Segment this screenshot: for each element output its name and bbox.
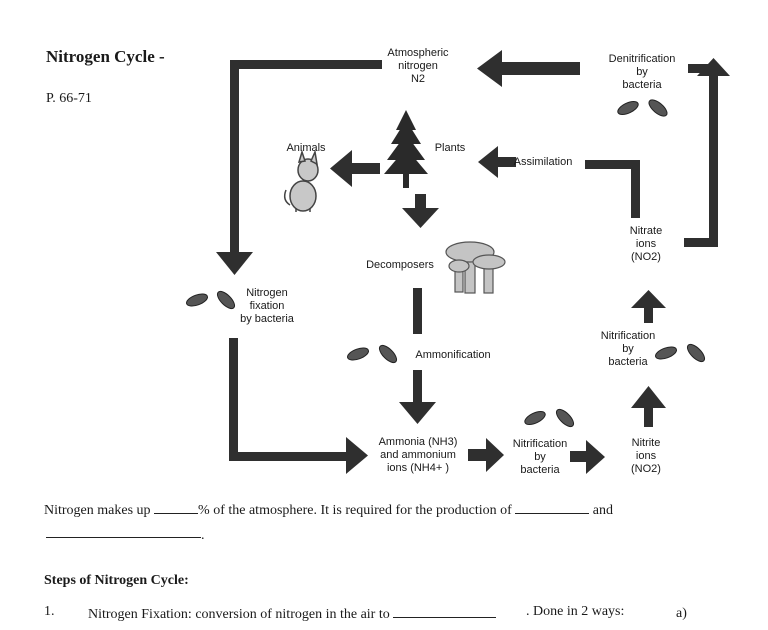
label-assimilation: Assimilation [513, 156, 573, 168]
step1-a-label: a) [676, 606, 687, 621]
step1-description: Nitrogen Fixation: conversion of nitroge… [88, 607, 390, 622]
arrow-to-nitrification-lower-head [486, 438, 504, 472]
label-fixation-line3: by bacteria [240, 313, 294, 325]
steps-heading: Steps of Nitrogen Cycle: [44, 573, 189, 588]
sentence1-part-b: % of the atmosphere. It is required for … [198, 503, 512, 518]
label-atmospheric-line2: nitrogen [398, 60, 438, 72]
arrow-to-animals-head [330, 150, 352, 187]
label-atmospheric-line3: N2 [410, 73, 426, 85]
arrow-plants-down-shaft [415, 194, 426, 210]
blank-percent[interactable] [154, 500, 199, 514]
label-denitrification-line3: bacteria [622, 79, 662, 91]
label-nitrification-upper: Nitrification by bacteria [596, 330, 660, 369]
nitrogen-cycle-diagram [186, 50, 730, 474]
label-fixation-line1: Nitrogen [246, 287, 288, 299]
sentence1-part-c: and [592, 503, 613, 518]
label-nitrite: Nitrite ions (NO2) [621, 437, 671, 476]
page-reference: P. 66-71 [46, 91, 92, 106]
arrow-to-ammonia-head [399, 402, 436, 424]
label-nitrate-line1: Nitrate [629, 225, 663, 237]
arrow-atmosphere-left-vertical [230, 60, 239, 255]
label-atmospheric-nitrogen: Atmospheric nitrogen N2 [378, 47, 458, 86]
arrow-decomposers-down-shaft [413, 288, 422, 334]
label-fixation-line2: fixation [249, 300, 285, 312]
label-nitrification-lower-line3: bacteria [520, 464, 560, 476]
label-ammonia: Ammonia (NH3) and ammonium ions (NH4+ ) [368, 436, 468, 475]
bacteria-icon-nitrification-upper [655, 343, 706, 363]
label-nitrate-line2: ions [635, 238, 657, 250]
arrow-down-to-fixation-head [216, 252, 253, 275]
step1-ways: . Done in 2 ways: [526, 604, 625, 619]
arrow-to-nitrite-head [586, 440, 605, 474]
label-plants: Plants [434, 142, 466, 154]
blank-line-2[interactable] [46, 537, 201, 538]
label-nitrite-line3: (NO2) [631, 463, 661, 475]
label-denitrification-line1: Denitrification [608, 53, 676, 65]
worksheet-sentence-1: Nitrogen makes up % of the atmosphere. I… [44, 500, 613, 519]
blank-fixation-product[interactable] [393, 604, 497, 618]
arrow-to-animals-shaft [350, 163, 380, 174]
label-atmospheric-line1: Atmospheric [387, 47, 449, 59]
label-animals: Animals [286, 142, 326, 154]
arrow-to-nitrate-head [631, 290, 666, 308]
arrow-fixation-right [229, 452, 349, 461]
label-nitrite-line2: ions [635, 450, 657, 462]
label-nitrogen-fixation: Nitrogen fixation by bacteria [234, 287, 300, 326]
label-nitrate: Nitrate ions (NO2) [618, 225, 674, 264]
label-ammonia-line1: Ammonia (NH3) [378, 436, 458, 448]
bacteria-icon-nitrification-lower [524, 408, 575, 428]
label-denitrification-line2: by [636, 66, 648, 78]
arrow-plants-down-head [402, 208, 439, 228]
label-ammonification: Ammonification [415, 349, 491, 361]
cat-icon [283, 149, 319, 212]
label-nitrification-upper-line2: by [622, 343, 634, 355]
arrow-nitrite-up-head [631, 386, 666, 408]
label-nitrite-line1: Nitrite [631, 437, 661, 449]
bacteria-icon-ammonification [347, 344, 398, 364]
sentence1-part-a: Nitrogen makes up [44, 503, 151, 518]
label-ammonia-line2: and ammonium [380, 449, 456, 461]
label-nitrification-upper-line3: bacteria [608, 356, 648, 368]
arrow-nitrate-right-horizontal [684, 238, 718, 247]
mushroom-icon [445, 241, 506, 294]
step1-number: 1. [44, 604, 55, 619]
label-ammonia-line3: ions (NH4+ ) [386, 462, 450, 474]
arrow-to-atmosphere-shaft [500, 62, 580, 75]
label-nitrification-lower: Nitrification by bacteria [505, 438, 575, 477]
bacteria-icon-fixation [186, 290, 236, 310]
arrow-atmosphere-left-horizontal [230, 60, 382, 69]
bacteria-icon-denitrification [617, 99, 668, 117]
step1-text: Nitrogen Fixation: conversion of nitroge… [88, 604, 497, 623]
tree-icon [384, 110, 428, 188]
arrow-assimilation-shaft [496, 157, 516, 167]
arrow-assimilation-head [478, 146, 498, 178]
arrow-fixation-down [229, 338, 238, 461]
label-denitrification: Denitrification by bacteria [598, 53, 686, 92]
page-title: Nitrogen Cycle - [46, 47, 165, 66]
arrow-to-atmosphere-head [477, 50, 502, 87]
label-nitrification-lower-line1: Nitrification [512, 438, 568, 450]
label-nitrate-line3: (NO2) [631, 251, 661, 263]
arrow-nitrate-right-vertical [709, 75, 718, 247]
line2-period: . [201, 528, 205, 543]
label-nitrification-upper-line1: Nitrification [600, 330, 656, 342]
label-nitrification-lower-line2: by [534, 451, 546, 463]
arrow-to-ammonia-right-head [346, 437, 368, 474]
label-decomposers: Decomposers [366, 259, 434, 271]
blank-production[interactable] [515, 500, 590, 514]
